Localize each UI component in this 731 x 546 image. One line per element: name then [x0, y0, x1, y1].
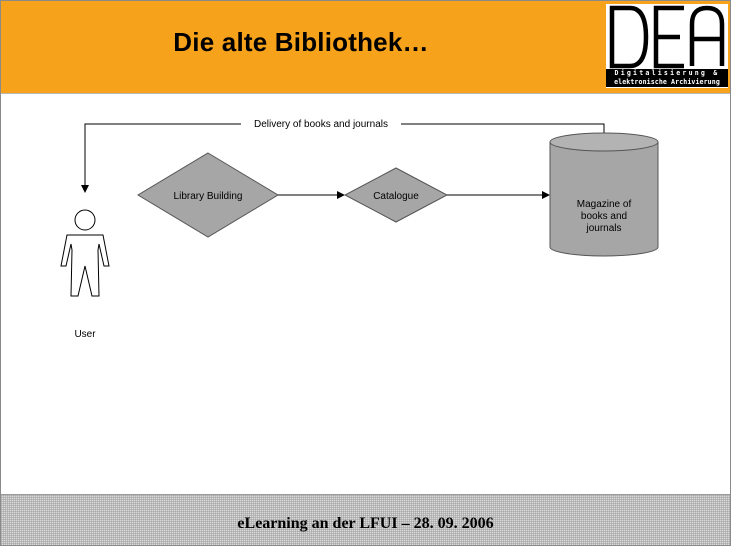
user-label: User: [74, 329, 96, 340]
logo-subtitle-line1: Digitalisierung &: [606, 69, 728, 78]
catalogue-label: Catalogue: [373, 191, 419, 202]
user-figure-icon: [60, 209, 110, 297]
delivery-label: Delivery of books and journals: [254, 119, 388, 130]
header-bar: Die alte Bibliothek… Digitalisierung & e…: [1, 1, 730, 94]
magazine-label-line1: Magazine of: [577, 199, 632, 210]
library-building-node: [137, 152, 279, 238]
logo-subtitle-line2: elektronische Archivierung: [606, 78, 728, 87]
dea-logo: Digitalisierung & elektronische Archivie…: [606, 4, 728, 88]
slide-title: Die alte Bibliothek…: [173, 27, 429, 57]
footer-text: eLearning an der LFUI – 28. 09. 2006: [237, 515, 494, 532]
library-flow-diagram: Delivery of books and journals Library B…: [60, 116, 659, 340]
magazine-label-line2: books and: [581, 211, 627, 222]
magazine-label-line3: journals: [585, 223, 621, 234]
catalogue-node: [343, 167, 449, 223]
magazine-cylinder: [549, 132, 659, 257]
delivery-label-background: [241, 116, 401, 131]
footer-bar: eLearning an der LFUI – 28. 09. 2006: [1, 494, 730, 545]
dea-logo-lettering: [609, 5, 725, 69]
library-building-label: Library Building: [174, 191, 243, 202]
